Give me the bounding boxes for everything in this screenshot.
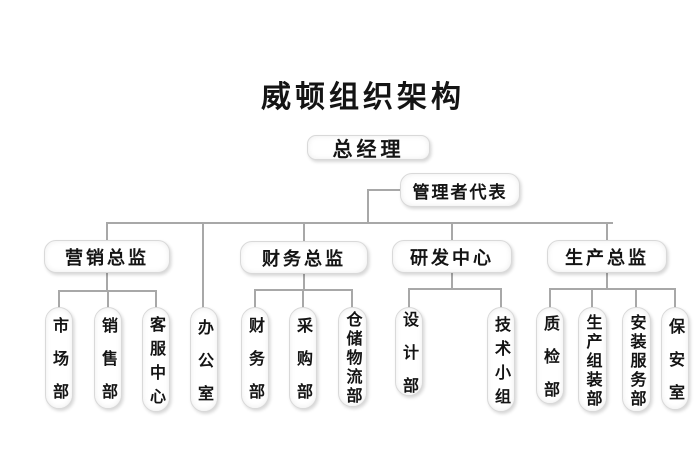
node-rnd-center: 研发中心 [392, 240, 512, 273]
node-office: 办公室 [190, 307, 218, 418]
node-design-dept: 设计部 [395, 307, 423, 410]
node-label: 采购部 [294, 317, 313, 416]
connector-line [591, 288, 593, 308]
node-label: 研发中心 [410, 247, 494, 269]
connector-line [303, 272, 305, 291]
node-customer-service-center: 客服中心 [142, 307, 170, 412]
connector-line [408, 288, 502, 290]
connector-line [351, 289, 353, 308]
connector-line [202, 222, 204, 308]
node-production-director: 生产总监 [547, 240, 667, 273]
node-security-room: 保安室 [661, 307, 689, 417]
connector-line [606, 222, 608, 241]
node-label: 市场部 [50, 317, 69, 416]
connector-line [367, 189, 369, 224]
node-management-representative: 管理者代表 [400, 173, 520, 207]
node-label: 总经理 [332, 137, 405, 161]
connector-line [155, 290, 157, 308]
node-purchasing-dept: 采购部 [289, 307, 317, 416]
connector-line [303, 222, 305, 241]
connector-line [106, 272, 108, 292]
node-label: 管理者代表 [412, 182, 508, 203]
node-label: 销售部 [99, 317, 118, 416]
node-label: 财务部 [246, 317, 265, 416]
connector-line [451, 222, 453, 241]
connector-line [606, 272, 608, 290]
node-label: 办公室 [195, 318, 214, 418]
node-finance-dept: 财务部 [241, 307, 269, 416]
node-production-assembly-dept: 生产组装部 [578, 307, 607, 412]
node-marketing-director: 营销总监 [44, 240, 170, 273]
connector-line [500, 288, 502, 308]
connector-line [408, 288, 410, 308]
node-finance-director: 财务总监 [240, 241, 368, 274]
node-label: 生产组装部 [583, 313, 603, 409]
node-quality-inspection-dept: 质检部 [536, 307, 564, 414]
connector-line [549, 288, 676, 290]
node-label: 设计部 [400, 310, 419, 410]
node-label: 技术小组 [492, 315, 511, 412]
connector-line [107, 222, 613, 224]
node-technical-group: 技术小组 [487, 307, 515, 412]
node-warehouse-logistics-dept: 仓储物流部 [338, 307, 367, 407]
page-title: 威顿组织架构 [261, 80, 465, 115]
node-label: 质检部 [541, 314, 560, 414]
node-label: 保安室 [666, 317, 685, 417]
node-label: 财务总监 [262, 248, 346, 270]
connector-line [368, 189, 401, 191]
node-label: 仓储物流部 [343, 311, 363, 406]
connector-line [302, 289, 304, 308]
node-general-manager: 总经理 [307, 135, 430, 161]
connector-line [58, 290, 60, 308]
connector-line [107, 290, 109, 308]
connector-line [106, 222, 108, 241]
node-installation-service-dept: 安装服务部 [622, 307, 651, 412]
node-label: 营销总监 [65, 247, 149, 269]
node-label: 安装服务部 [627, 313, 647, 409]
connector-line [451, 272, 453, 290]
node-market-dept: 市场部 [45, 307, 73, 416]
node-label: 客服中心 [147, 315, 166, 412]
node-sales-dept: 销售部 [94, 307, 122, 416]
node-label: 生产总监 [565, 247, 649, 269]
connector-line [549, 288, 551, 308]
connector-line [635, 288, 637, 308]
connector-line [254, 289, 256, 308]
connector-line [674, 288, 676, 308]
